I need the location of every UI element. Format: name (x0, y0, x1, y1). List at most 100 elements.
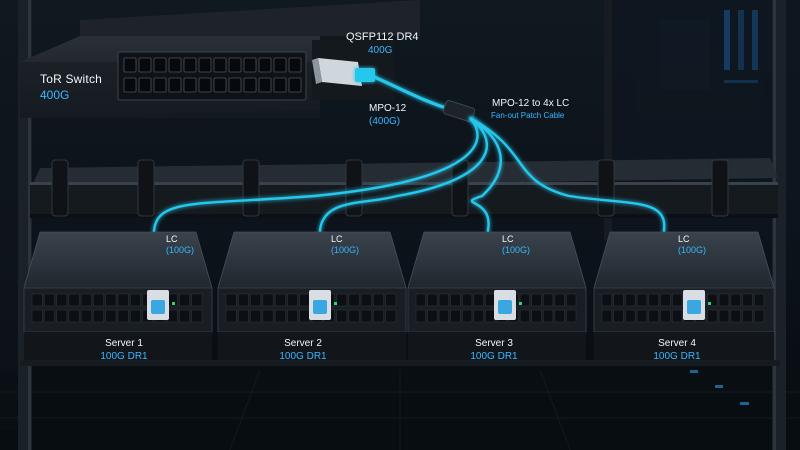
drive-bay (179, 309, 191, 323)
drive-bay (336, 309, 348, 323)
drive-bay (360, 293, 372, 307)
drive-bay (427, 309, 438, 323)
status-led (334, 302, 337, 305)
server-3-name: Server 3 (475, 338, 513, 349)
drive-bay (427, 293, 438, 307)
switch-port (258, 77, 272, 93)
switch-port (183, 57, 197, 73)
switch-port (243, 57, 257, 73)
switch-port (258, 57, 272, 73)
qsfp-transceiver (312, 58, 375, 86)
drive-bay (225, 293, 237, 307)
switch-port-grid (123, 57, 302, 93)
drive-bay (485, 309, 496, 323)
drive-bay (660, 293, 671, 307)
switch-port (288, 77, 302, 93)
drive-bay (80, 309, 92, 323)
drive-bay (179, 293, 191, 307)
drive-bay (473, 293, 484, 307)
drive-bay (262, 309, 274, 323)
drive-bay (660, 309, 671, 323)
switch-port (243, 77, 257, 93)
drive-bay (348, 309, 360, 323)
drive-bay (237, 293, 249, 307)
server-1-port: 100G DR1 (100, 351, 148, 362)
lc-connector-body (687, 300, 701, 314)
switch-port (198, 57, 212, 73)
status-led (172, 302, 175, 305)
server-base (24, 332, 212, 360)
drive-bay (299, 309, 311, 323)
switch-port (138, 77, 152, 93)
fiber-link-3 (469, 116, 502, 292)
fiber-link-1 (152, 117, 479, 292)
drive-bay (360, 309, 372, 323)
server-1-name: Server 1 (105, 338, 143, 349)
server-2-port: 100G DR1 (279, 351, 327, 362)
drive-bay (274, 293, 286, 307)
drive-bay (129, 309, 141, 323)
drive-bay (613, 309, 624, 323)
drive-bay (56, 293, 68, 307)
switch-port (198, 77, 212, 93)
drive-bay (450, 293, 461, 307)
status-led (708, 302, 711, 305)
drive-bay (730, 309, 741, 323)
server-3 (407, 231, 587, 360)
drive-bay (68, 309, 80, 323)
drive-bay (438, 309, 450, 323)
drive-bay (742, 309, 753, 323)
cable-clip (242, 159, 260, 217)
drive-bay (237, 309, 249, 323)
server-2-name: Server 2 (284, 338, 322, 349)
drive-bay (287, 293, 299, 307)
drive-bay (287, 309, 299, 323)
switch-port (123, 57, 137, 73)
cable-clip (51, 159, 69, 217)
fanout-description-label: Fan-out Patch Cable (491, 111, 565, 120)
server-chassis-top (217, 231, 407, 289)
drive-bay (613, 293, 624, 307)
drive-bay (117, 293, 129, 307)
drive-bay (707, 309, 718, 323)
cable-clip (137, 159, 155, 217)
drive-bay (105, 309, 117, 323)
lc-connector-body (313, 300, 327, 314)
link-4-speed: (100G) (678, 245, 707, 255)
drive-bay (718, 309, 730, 323)
status-led (519, 302, 522, 305)
drive-bay (461, 309, 473, 323)
drive-bay (671, 293, 683, 307)
drive-bay (625, 309, 636, 323)
switch-port (273, 57, 287, 73)
link-4-connector: LC (678, 234, 690, 244)
server-base (218, 332, 406, 360)
drive-bay (93, 293, 105, 307)
drive-bay (348, 293, 360, 307)
server-3-port: 100G DR1 (470, 351, 518, 362)
fanout-name-label: MPO-12 to 4x LC (492, 98, 570, 109)
drive-bay (250, 309, 262, 323)
cable-clip (345, 159, 363, 217)
raised-floor (0, 369, 800, 450)
drive-bay (636, 293, 648, 307)
drive-bay (566, 309, 577, 323)
server-chassis-top (407, 231, 587, 289)
switch-port (168, 77, 182, 93)
switch-port (153, 57, 167, 73)
drive-bay (718, 293, 730, 307)
lc-connector-body (498, 300, 512, 314)
drive-bay (450, 309, 461, 323)
drive-bay (519, 309, 531, 323)
drive-bay (56, 309, 68, 323)
switch-port (213, 57, 227, 73)
drive-bay (80, 293, 92, 307)
drive-bay (671, 309, 683, 323)
drive-bay (753, 309, 765, 323)
drive-bay (336, 293, 348, 307)
drive-bay (601, 293, 613, 307)
cable-clip (597, 159, 615, 217)
link-1-speed: (100G) (166, 245, 195, 255)
drive-bay (542, 293, 554, 307)
drive-bay (31, 293, 43, 307)
